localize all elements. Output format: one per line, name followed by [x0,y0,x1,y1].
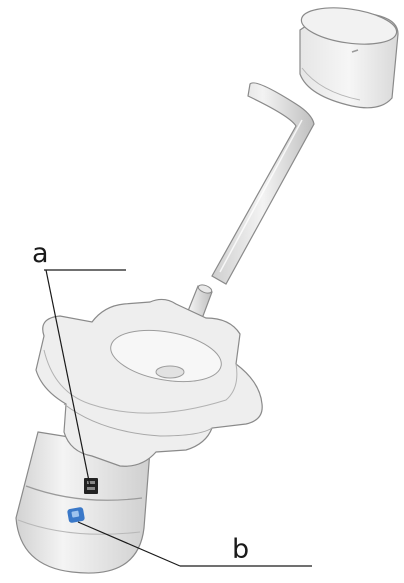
hex-key [212,83,314,284]
indicator-a [84,478,98,494]
star-knob [36,299,262,466]
cap [299,2,399,107]
callout-label-b: b [232,534,249,565]
indicator-b [67,507,85,524]
callout-label-a: a [32,238,49,269]
